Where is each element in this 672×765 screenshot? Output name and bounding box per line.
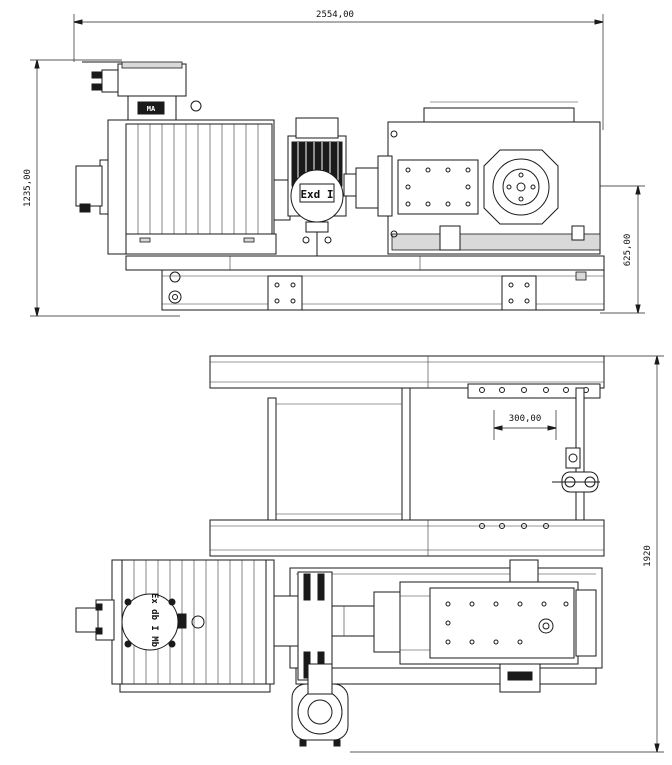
dimension-overall-height: 1235,00 [23,59,180,317]
coupling-elevation: Exd I [273,117,379,256]
shaft-height-label: 625,00 [623,234,633,267]
elevation-view: MA Exd I [75,61,605,311]
overall-length-label: 2554,00 [316,10,354,20]
plan-view: Ex db I Mb [75,355,605,747]
hook-assembly [552,447,600,493]
motor-elevation: MA [75,61,277,255]
upper-beam [209,355,605,399]
motor-plan: Ex db I Mb [75,559,275,693]
dimension-overall-width: 1920 [350,355,664,753]
dimension-overall-length: 2554,00 [73,10,604,130]
middle-beam [209,519,605,557]
exd-marking: Exd I [300,188,333,201]
coupling-plan [273,571,401,747]
offset-label: 300,00 [509,414,542,424]
dimension-offset: 300,00 [493,410,557,440]
ex-marking: Ex db I Mb [149,593,159,648]
side-rails [267,387,585,521]
base-frame [125,255,605,311]
overall-width-label: 1920 [643,545,653,567]
gearbox-plan [399,559,597,693]
svg-text:MA: MA [147,105,156,113]
gearbox-elevation [377,101,601,255]
overall-height-label: 1235,00 [23,169,33,207]
